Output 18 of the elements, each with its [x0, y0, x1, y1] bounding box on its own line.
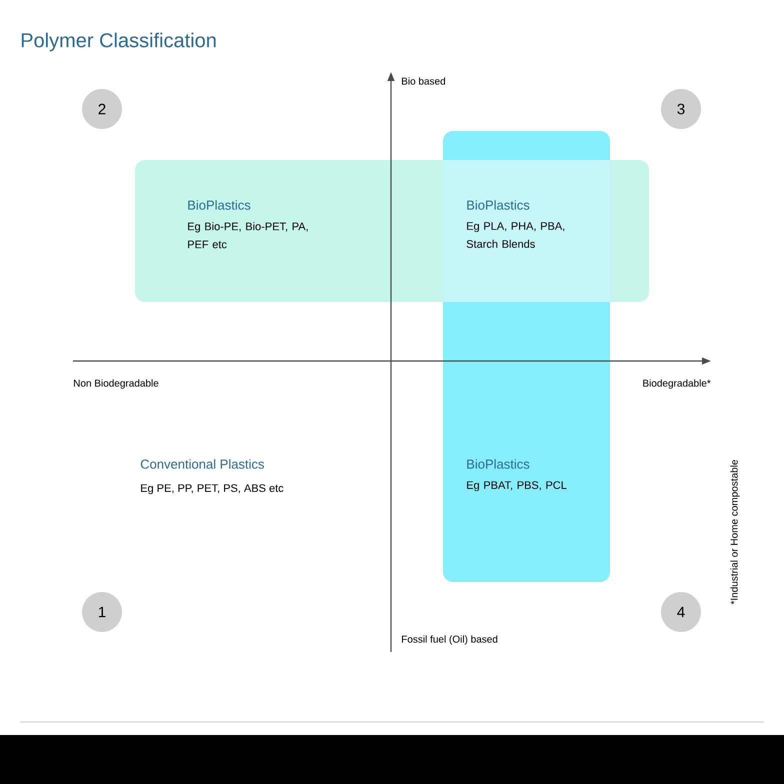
example-text: Eg Bio-PE, Bio-PET, PA, PEF etc	[188, 222, 308, 248]
category-heading: BioPlastics	[188, 200, 250, 210]
axis-label: Biodegradable*	[643, 379, 711, 389]
quadrant-number: 4	[661, 592, 701, 632]
category-heading: BioPlastics	[467, 200, 530, 210]
axis-label: Bio based	[402, 77, 446, 85]
quadrant-number: 3	[661, 89, 701, 129]
axis-label: Fossil fuel (Oil) based	[402, 635, 498, 645]
axis-label: Non Biodegradable	[74, 379, 158, 389]
title: Polymer Classification	[22, 32, 216, 52]
quadrant-number: 1	[82, 592, 122, 632]
example-text: Eg PBAT, PBS, PCL	[467, 481, 566, 492]
example-text: Eg PE, PP, PET, PS, ABS etc	[141, 484, 284, 494]
category-heading: Conventional Plastics	[140, 459, 264, 469]
footnote-text: *Industrial or Home compostable	[730, 460, 740, 604]
category-heading: BioPlastics	[467, 459, 530, 469]
quadrant-number: 2	[82, 89, 122, 129]
example-text: Eg PLA, PHA, PBA, Starch Blends	[466, 222, 564, 248]
